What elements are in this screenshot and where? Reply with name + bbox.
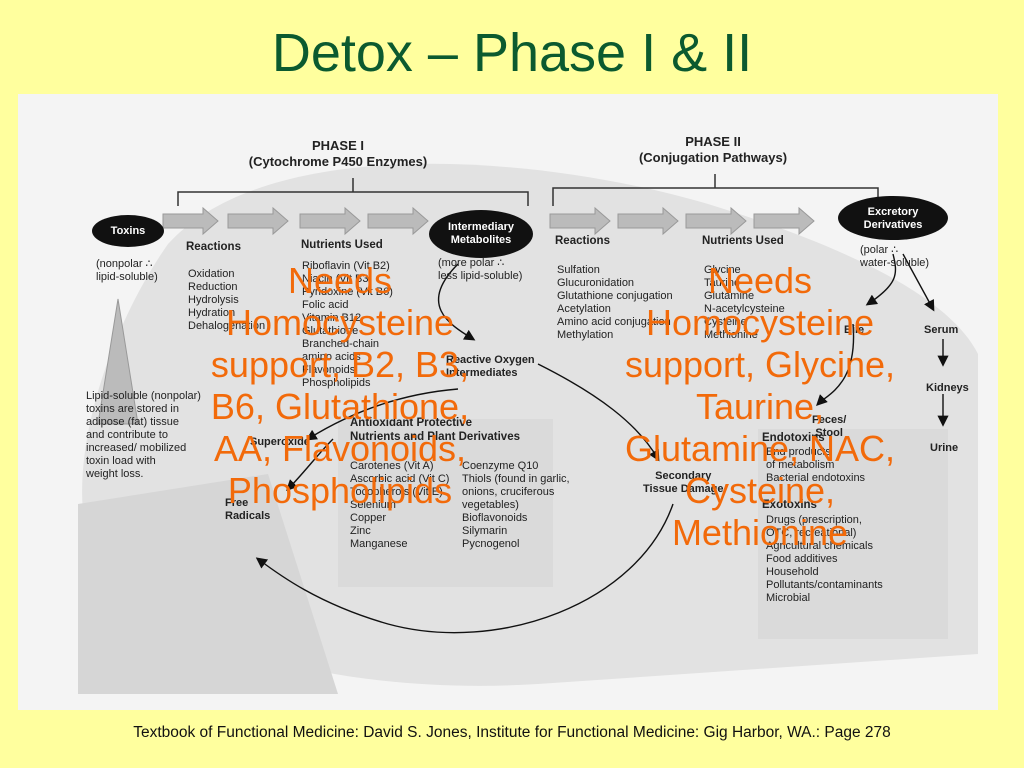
endotoxins-list: End products of metabolism Bacterial end… <box>766 446 866 484</box>
lipid-note: Lipid-soluble (nonpolar) toxins are stor… <box>86 390 201 480</box>
slide-title: Detox – Phase I & II <box>271 23 753 83</box>
kidneys-label: Kidneys <box>926 382 969 394</box>
phase1-header: PHASE I (Cytochrome P450 Enzymes) <box>248 138 428 169</box>
excretory-pill <box>838 196 948 240</box>
left-shadow <box>78 474 338 694</box>
secondary-damage-label: Secondary Tissue Damage <box>643 470 724 495</box>
phase2-header: PHASE II (Conjugation Pathways) <box>638 134 788 165</box>
excretory-label: Excretory Derivatives <box>863 206 923 231</box>
phase1-bracket <box>177 178 529 206</box>
free-radicals-label: Free Radicals <box>225 497 271 522</box>
bile-label: Bile <box>844 324 865 336</box>
urine-label: Urine <box>930 442 959 454</box>
p2-reactions-title: Reactions <box>555 235 610 247</box>
intermediary-pill <box>429 210 533 258</box>
toxins-pill <box>92 215 164 247</box>
p2-nutrients-list: Glycine Taurine Glutamine N-acetylcystei… <box>704 264 785 341</box>
diagram-graphics <box>78 163 978 694</box>
superoxide-label: Superoxide <box>250 436 310 448</box>
antiox-list-1: Carotenes (Vit A) Ascorbic acid (Vit C) … <box>350 460 450 550</box>
detox-diagram-image: PHASE I (Cytochrome P450 Enzymes) PHASE … <box>18 94 998 710</box>
p1-reactions-list: Oxidation Reduction Hydrolysis Hydration… <box>188 268 266 332</box>
p1-nutrients-title: Nutrients Used <box>301 239 383 251</box>
p1-nutrients-list: Riboflavin (Vit B2) Niacin (Vit B3) Pyri… <box>302 260 393 389</box>
overlay-phase1-needs: Needs Homocysteine support, B2, B3, B6, … <box>210 260 470 511</box>
antiox-list-2: Coenzyme Q10 Thiols (found in garlic, on… <box>462 460 570 550</box>
feces-label: Feces/ Stool <box>812 414 847 439</box>
p2-nutrients-title: Nutrients Used <box>702 235 784 247</box>
endotoxins-title: Endotoxins <box>762 432 825 444</box>
flow-arrows <box>97 206 815 425</box>
toxins-note: (nonpolar ∴ lipid-soluble) <box>96 258 158 283</box>
exotoxins-title: Exotoxins <box>762 499 817 511</box>
connector-arrows <box>255 253 949 634</box>
p2-reactions-list: Sulfation Glucuronidation Glutathione co… <box>557 264 673 341</box>
serum-label: Serum <box>924 324 959 336</box>
ros-label: Reactive Oxygen Intermediates <box>446 354 535 379</box>
citation-footer: Textbook of Functional Medicine: David S… <box>133 724 891 741</box>
toxins-label: Toxins <box>110 225 146 237</box>
antiox-box <box>338 419 553 587</box>
intermediary-label: Intermediary Metabolites <box>447 221 515 246</box>
p1-reactions-title: Reactions <box>186 241 241 253</box>
intermediary-note: (more polar ∴ less lipid-soluble) <box>438 257 523 282</box>
overlay-phase2-needs: Needs Homocysteine support, Glycine, Tau… <box>624 260 896 553</box>
antiox-title: Antioxidant Protective Nutrients and Pla… <box>350 417 520 443</box>
toxin-sources-box <box>758 429 948 639</box>
excretory-note: (polar ∴ water-soluble) <box>860 244 930 269</box>
exotoxins-list: Drugs (prescription, OTC, recreational) … <box>766 514 883 604</box>
